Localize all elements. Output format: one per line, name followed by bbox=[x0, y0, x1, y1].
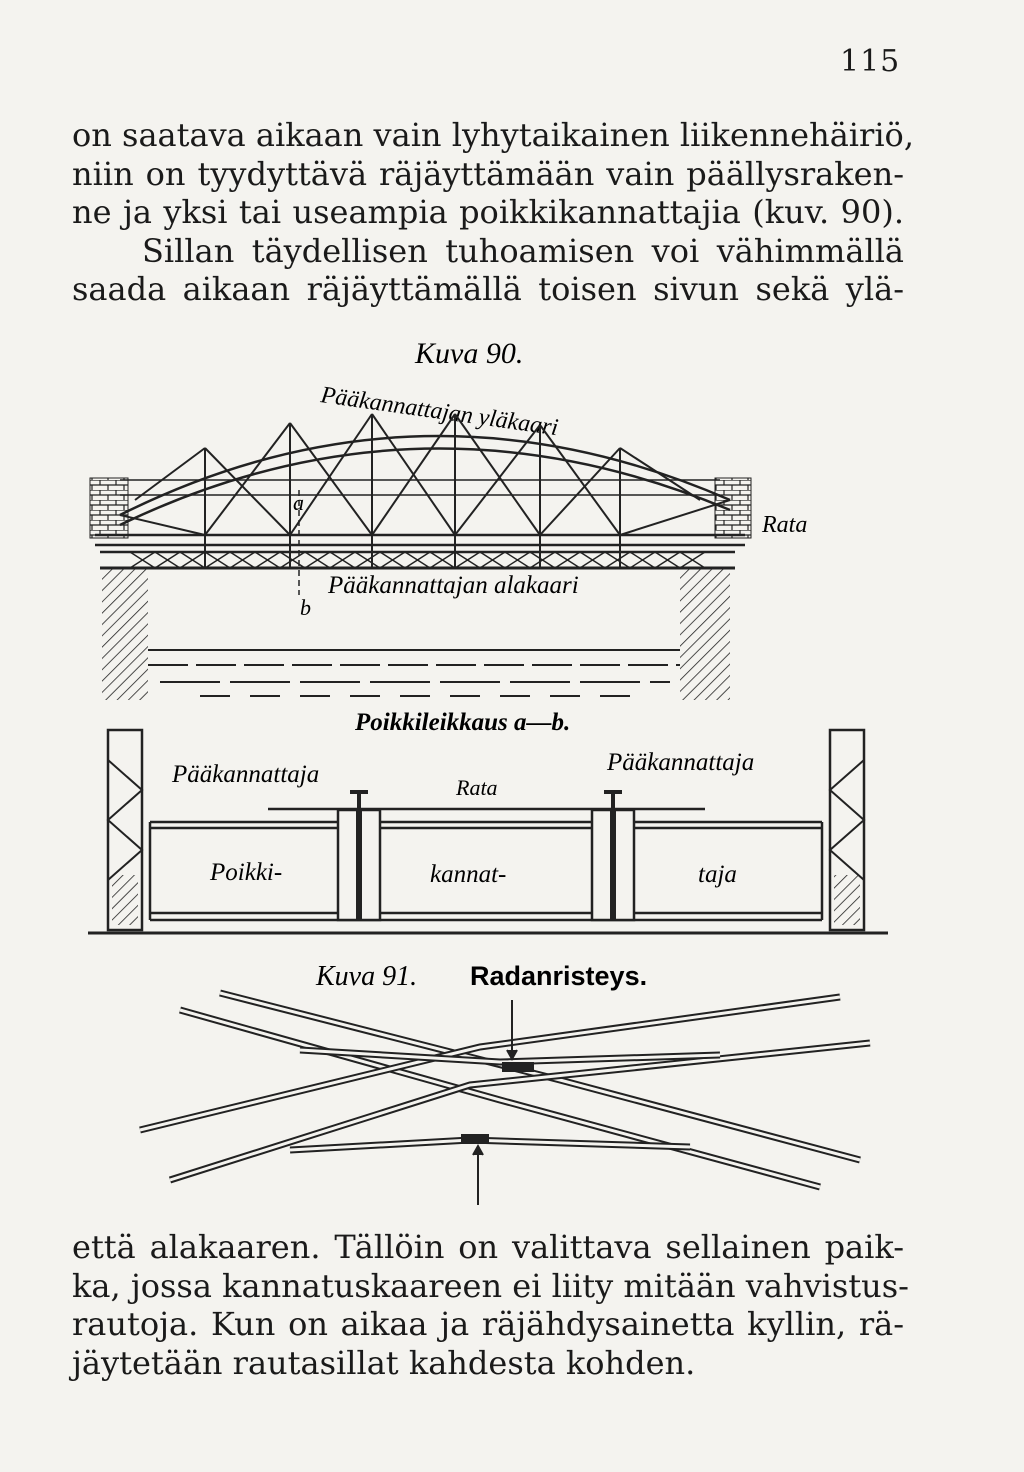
text-line: että alakaaren. Tällöin on valittava sel… bbox=[72, 1228, 904, 1266]
text-line: Sillan täydellisen tuhoamisen voi vähimm… bbox=[142, 231, 904, 270]
pier-left bbox=[102, 568, 148, 700]
crossbeam-label-3: taja bbox=[698, 861, 737, 888]
text-line: on saatava aikaan vain lyhytaikainen lii… bbox=[72, 116, 914, 154]
text-line: ka, jossa kannatuskaareen ei liity mitää… bbox=[72, 1266, 909, 1305]
label-lower-chord: Pääkannattajan alakaari bbox=[327, 572, 579, 599]
rails bbox=[139, 989, 871, 1205]
page-number: 115 bbox=[840, 44, 901, 79]
label-main-girder-left: Pääkannattaja bbox=[171, 761, 319, 788]
label-section-track: Rata bbox=[455, 775, 498, 800]
abutment-right bbox=[714, 477, 752, 539]
crossbeam-label-2: kannat- bbox=[430, 861, 506, 888]
water-lines bbox=[148, 649, 680, 697]
label-upper-chord: Pääkannattajan yläkaari bbox=[318, 382, 560, 441]
figure-91-caption-title: Radanristeys. bbox=[470, 961, 647, 991]
label-track: Rata bbox=[761, 512, 807, 538]
figure-90-caption: Kuva 90. bbox=[414, 337, 523, 370]
figure-bridge: Kuva 90. Pääkannattajan yläkaari bbox=[88, 337, 888, 935]
abutment-left bbox=[89, 477, 129, 539]
text-line: rautoja. Kun on aikaa ja räjähdysainetta… bbox=[72, 1305, 904, 1343]
paragraph-top: on saatava aikaan vain lyhytaikainen lii… bbox=[72, 116, 914, 309]
text-line: ne ja yksi tai useampia poikkikannattaji… bbox=[72, 193, 904, 231]
paragraph-bottom: että alakaaren. Tällöin on valittava sel… bbox=[72, 1228, 909, 1382]
pier-right bbox=[680, 568, 730, 700]
marker-a: a bbox=[293, 490, 304, 515]
section-caption: Poikkileikkaus a—b. bbox=[354, 709, 570, 736]
cross-section bbox=[88, 728, 888, 935]
truss bbox=[95, 413, 745, 595]
text-line: saada aikaan räjäyttämällä toisen sivun … bbox=[72, 270, 904, 308]
text-line: jäytetään rautasillat kahdesta kohden. bbox=[72, 1343, 696, 1382]
text-line: niin on tyydyttävä räjäyttämään vain pää… bbox=[72, 154, 904, 193]
marker-b: b bbox=[300, 595, 311, 620]
crossbeam-label-1: Poikki- bbox=[209, 859, 282, 886]
figure-rail-crossing: Kuva 91. Radanristeys. bbox=[139, 961, 871, 1205]
label-main-girder-right: Pääkannattaja bbox=[606, 749, 754, 776]
figure-91-caption-number: Kuva 91. bbox=[315, 961, 417, 992]
